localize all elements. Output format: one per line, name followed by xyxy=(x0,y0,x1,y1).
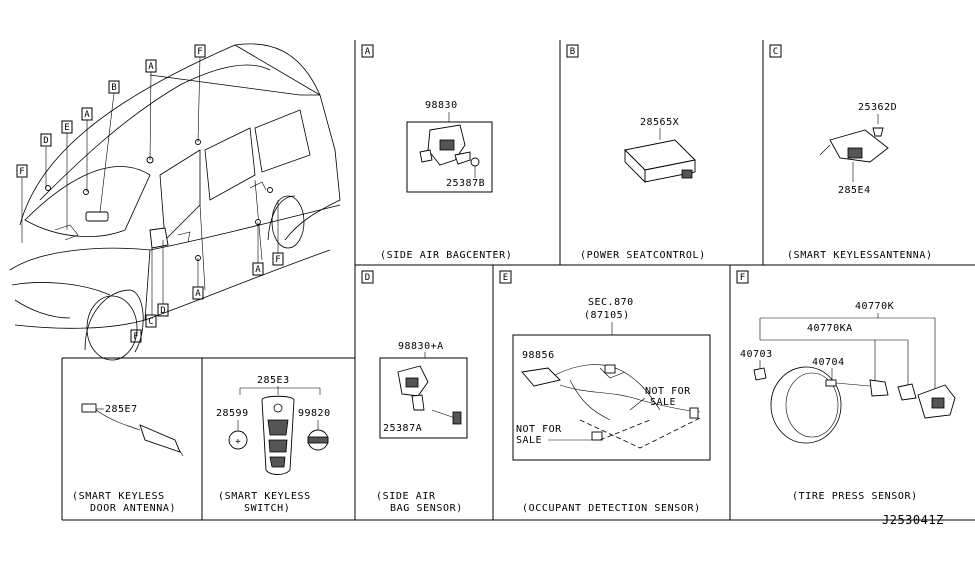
svg-text:+: + xyxy=(235,437,241,447)
caption-tire-press-sensor: (TIRE PRESS SENSOR) xyxy=(792,491,918,502)
svg-text:C: C xyxy=(773,47,778,57)
vehicle-callouts: F D E A B A F C D A A F F xyxy=(16,44,284,343)
panel-a-tag: A xyxy=(361,44,374,58)
smart-keyless-door-antenna xyxy=(81,403,184,457)
panel-b: B 28565X (POWER SEATCONTROL) xyxy=(566,44,706,261)
panel-d-tag: D xyxy=(361,270,374,284)
callout-f-2: F xyxy=(194,44,206,58)
clip-25362d xyxy=(872,127,884,137)
callout-f-4: F xyxy=(130,329,142,343)
caption-smart-keyless-antenna: (SMART KEYLESSANTENNA) xyxy=(787,250,933,261)
panel-f: F 40770K 40770KA 40703 40704 (TIRE PRESS… xyxy=(736,270,956,502)
part-98830: 98830 xyxy=(425,100,458,111)
sec-870: SEC.870 xyxy=(588,297,634,308)
part-285e7: 285E7 xyxy=(105,404,138,415)
svg-text:F: F xyxy=(197,47,202,57)
part-99820: 99820 xyxy=(298,408,331,419)
vehicle-overview xyxy=(9,43,341,361)
callout-d-2: D xyxy=(157,303,169,317)
svg-text:B: B xyxy=(111,83,116,93)
caption-side-air-bag-sensor-1: (SIDE AIR xyxy=(376,491,436,502)
svg-text:D: D xyxy=(160,306,165,316)
svg-text:F: F xyxy=(19,167,24,177)
panel-door-antenna: 285E7 (SMART KEYLESS DOOR ANTENNA) xyxy=(72,403,184,514)
callout-a-4: A xyxy=(252,262,264,276)
note-not-for-sale-1b: SALE xyxy=(650,397,676,408)
caption-switch-2: SWITCH) xyxy=(244,503,290,514)
callout-b-1: B xyxy=(108,80,120,94)
svg-text:A: A xyxy=(195,289,201,299)
panel-c: C 25362D 285E4 (SMART KEYLESSANTENNA) xyxy=(769,44,933,261)
part-40770ka: 40770KA xyxy=(807,323,853,334)
bolt-25387a xyxy=(431,409,462,425)
button-battery: + xyxy=(228,430,248,450)
panel-d: D 98830+A 25387A (SIDE AIR BAG SENSOR) xyxy=(361,270,468,514)
panel-switch: 285E3 28599 99820 + (SMART KEYLESS SWITC… xyxy=(216,375,331,514)
caption-side-air-bag-center: (SIDE AIR BAGCENTER) xyxy=(380,250,512,261)
svg-text:F: F xyxy=(133,332,138,342)
callout-f-3: F xyxy=(272,252,284,266)
caption-power-seat-control: (POWER SEATCONTROL) xyxy=(580,250,706,261)
callout-a-1: A xyxy=(81,107,93,121)
part-28565x: 28565X xyxy=(640,117,679,128)
panel-e: E SEC.870 (87105) 98856 NOT FOR SALE NOT… xyxy=(499,270,711,514)
smart-key-fob xyxy=(261,395,295,475)
note-not-for-sale-1a: NOT FOR xyxy=(645,386,691,397)
panel-b-tag: B xyxy=(566,44,579,58)
svg-text:F: F xyxy=(275,255,280,265)
part-28599: 28599 xyxy=(216,408,249,419)
callout-f-1: F xyxy=(16,164,28,178)
panel-e-tag: E xyxy=(499,270,512,284)
caption-door-antenna-1: (SMART KEYLESS xyxy=(72,491,165,502)
caption-occupant-detection-sensor: (OCCUPANT DETECTION SENSOR) xyxy=(522,503,701,514)
part-285e3: 285E3 xyxy=(257,375,290,386)
svg-text:E: E xyxy=(64,123,69,133)
svg-text:A: A xyxy=(84,110,90,120)
note-not-for-sale-2a: NOT FOR xyxy=(516,424,562,435)
part-285e4: 285E4 xyxy=(838,185,871,196)
part-40703: 40703 xyxy=(740,349,773,360)
svg-text:C: C xyxy=(148,317,153,327)
occupant-detection-sensor xyxy=(521,364,701,441)
part-40770k: 40770K xyxy=(855,301,894,312)
part-40704: 40704 xyxy=(812,357,845,368)
bolt-25387b xyxy=(470,157,480,178)
caption-door-antenna-2: DOOR ANTENNA) xyxy=(90,503,176,514)
panel-f-tag: F xyxy=(736,270,749,284)
side-airbag-sensor xyxy=(397,365,429,411)
panel-a: A 98830 25387B (SIDE AIR BAGCENTER) xyxy=(361,44,512,261)
panel-grid xyxy=(61,40,975,521)
svg-text:B: B xyxy=(570,47,575,57)
part-98830a: 98830+A xyxy=(398,341,444,352)
smart-keyless-antenna xyxy=(819,129,889,163)
caption-switch-1: (SMART KEYLESS xyxy=(218,491,311,502)
note-not-for-sale-2b: SALE xyxy=(516,435,542,446)
svg-text:D: D xyxy=(43,136,48,146)
svg-text:F: F xyxy=(740,273,745,283)
power-seat-control-module xyxy=(624,139,696,184)
vehicle-callout-lines xyxy=(21,56,279,315)
callout-a-2: A xyxy=(145,59,157,73)
callout-e-1: E xyxy=(61,120,73,134)
part-98856: 98856 xyxy=(522,350,555,361)
callout-d-1: D xyxy=(40,133,52,147)
diagram-id: J253041Z xyxy=(882,513,944,527)
side-airbag-center-unit xyxy=(419,124,471,166)
svg-text:A: A xyxy=(148,62,154,72)
emblem-99820 xyxy=(307,429,329,451)
callout-c-1: C xyxy=(145,314,157,328)
sec-87105: (87105) xyxy=(584,310,630,321)
part-25387a: 25387A xyxy=(383,423,422,434)
panel-c-tag: C xyxy=(769,44,782,58)
svg-text:A: A xyxy=(255,265,261,275)
svg-text:A: A xyxy=(365,47,371,57)
svg-text:E: E xyxy=(503,273,508,283)
caption-side-air-bag-sensor-2: BAG SENSOR) xyxy=(390,503,463,514)
svg-text:D: D xyxy=(365,273,370,283)
part-25387b: 25387B xyxy=(446,178,485,189)
part-25362d: 25362D xyxy=(858,102,897,113)
callout-a-3: A xyxy=(192,286,204,300)
tire-pressure-sensor xyxy=(753,366,956,444)
